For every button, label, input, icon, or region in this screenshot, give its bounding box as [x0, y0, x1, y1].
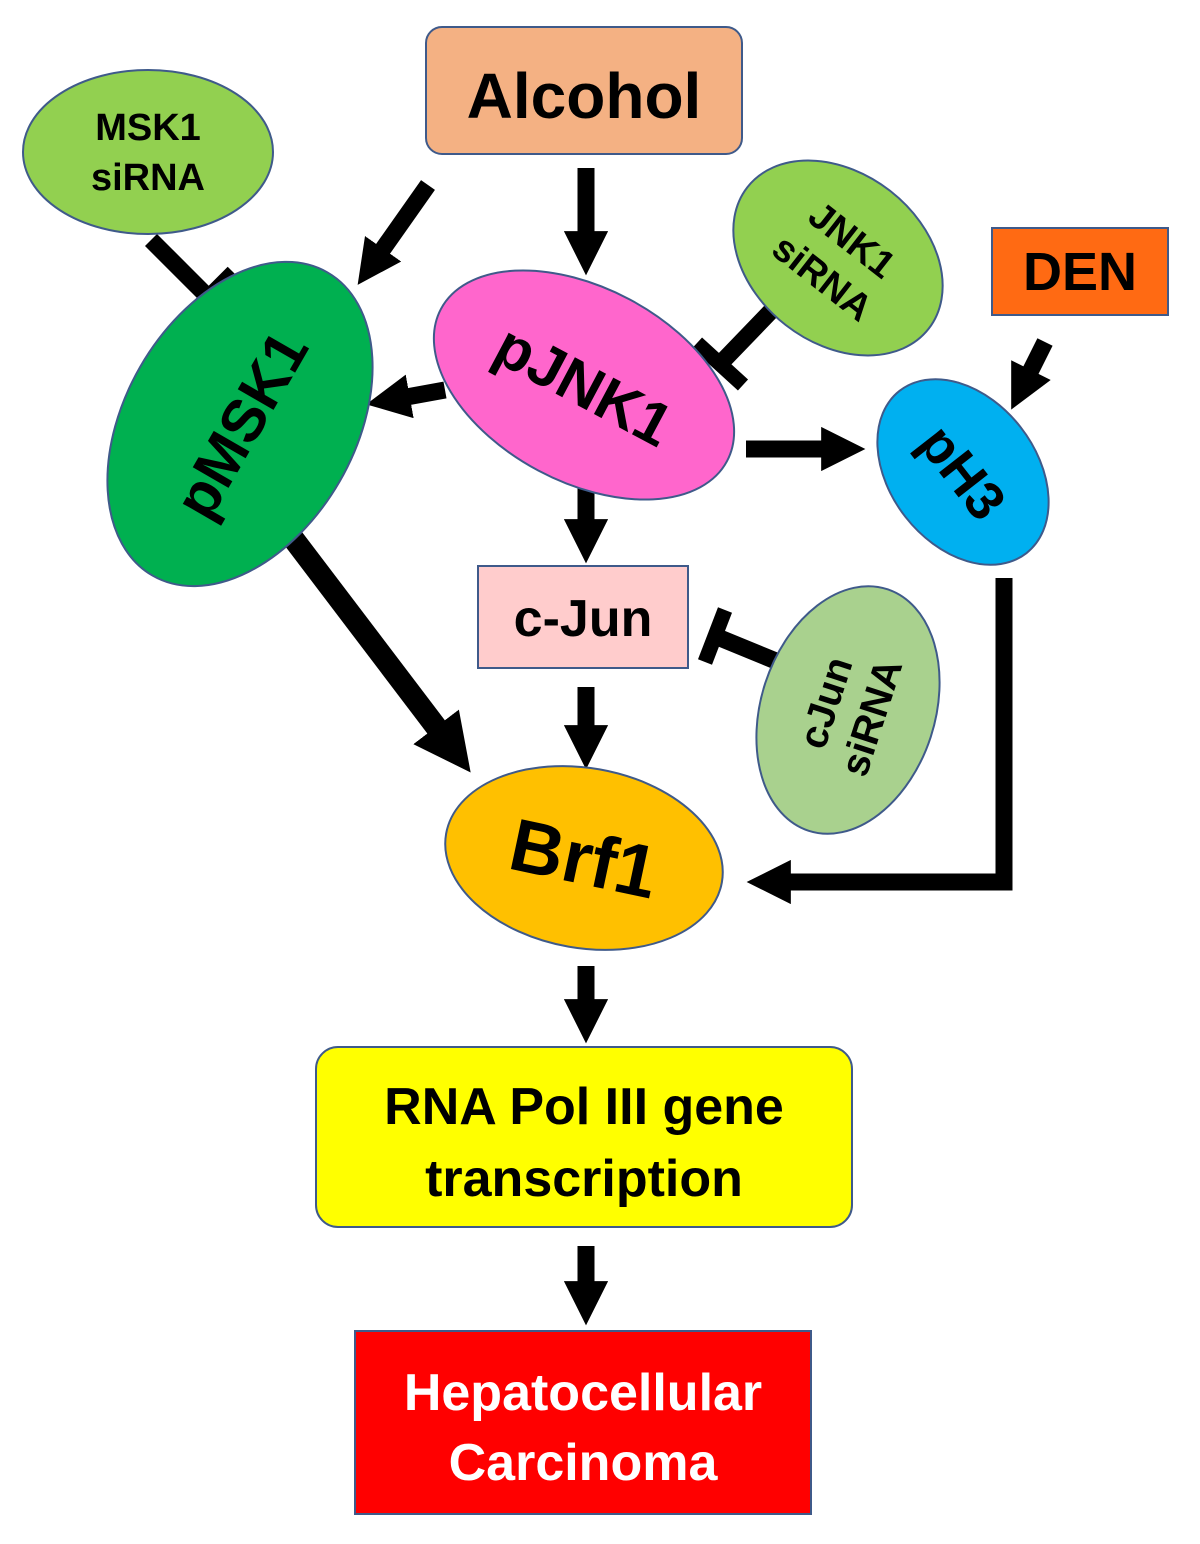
node-jnk1-sirna: JNK1 siRNA [732, 159, 944, 357]
cjun-label: c-Jun [514, 590, 653, 648]
node-brf1: Brf1 [444, 765, 724, 951]
alcohol-label: Alcohol [467, 60, 702, 132]
den-shape [991, 227, 1169, 316]
msk1-sirna-shape [22, 69, 274, 235]
alcohol-shape [425, 26, 743, 155]
cjun-sirna-shape [755, 585, 941, 835]
node-pjnk1: pJNK1 [432, 269, 736, 501]
rna-pol-iii-shape [315, 1046, 853, 1228]
den-label: DEN [1023, 242, 1137, 302]
node-cjun-sirna: cJun siRNA [755, 585, 941, 835]
node-rna-pol-iii: RNA Pol III gene transcription [315, 1046, 853, 1228]
rna-pol-iii-label-line1: RNA Pol III gene [384, 1078, 784, 1136]
node-hcc: Hepatocellular Carcinoma [354, 1330, 812, 1515]
edge-alcohol-pmsk1 [357, 180, 435, 285]
msk1-sirna-label-line2: siRNA [91, 157, 205, 199]
hcc-label-line1: Hepatocellular [404, 1364, 762, 1422]
node-cjun: c-Jun [477, 565, 689, 669]
pjnk1-shape [432, 269, 736, 501]
node-den: DEN [991, 227, 1169, 316]
edge-pjnk1-pmsk1 [366, 374, 447, 419]
edge-pmsk1-brf1 [283, 530, 471, 773]
hcc-label-line2: Carcinoma [449, 1434, 719, 1492]
node-pmsk1: pMSK1 [106, 260, 374, 588]
pmsk1-shape [106, 260, 374, 588]
node-alcohol: Alcohol [425, 26, 743, 155]
rna-pol-iii-label-line2: transcription [425, 1150, 743, 1208]
node-ph3: pH3 [876, 378, 1050, 566]
edge-ph3-brf1 [746, 578, 1013, 905]
node-msk1-sirna: MSK1 siRNA [22, 69, 274, 235]
brf1-shape [444, 765, 724, 951]
jnk1-sirna-shape [732, 159, 944, 357]
cjun-shape [477, 565, 689, 669]
hcc-shape [354, 1330, 812, 1515]
msk1-sirna-label-line1: MSK1 [95, 107, 201, 149]
edge-jnk1-sirna-inhibit-pjnk1 [691, 304, 779, 391]
edge-den-ph3 [1011, 338, 1053, 410]
ph3-shape [876, 378, 1050, 566]
